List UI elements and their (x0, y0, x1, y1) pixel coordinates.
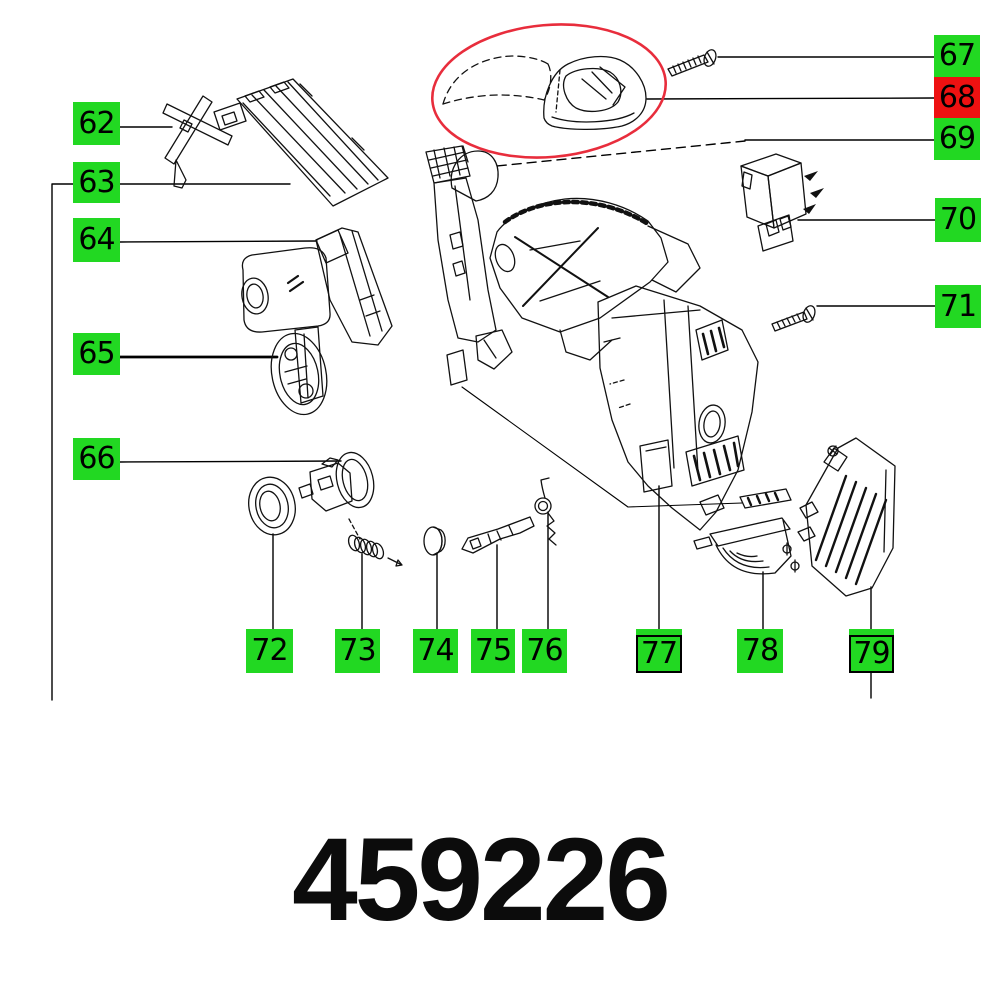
part-label-75[interactable]: 75 (471, 629, 515, 673)
part-78-segment (693, 517, 800, 575)
part-76-torsion-spring (534, 477, 557, 546)
part-number: 459226 (292, 814, 671, 946)
part-77-housing (597, 285, 759, 531)
part-label-68[interactable]: 68 (934, 77, 980, 118)
part-label-78[interactable]: 78 (737, 629, 783, 673)
part-label-65[interactable]: 65 (73, 333, 120, 375)
part-74-cap (423, 526, 446, 556)
part-79-electronics (797, 437, 896, 597)
part-67-screw (667, 49, 717, 77)
part-label-76[interactable]: 76 (522, 629, 567, 673)
part-label-72[interactable]: 72 (246, 629, 293, 673)
part-71-screw (771, 305, 816, 332)
part-75-lever (461, 516, 535, 554)
highlight-ellipse (431, 23, 667, 159)
part-label-71[interactable]: 71 (935, 285, 981, 328)
part-73-spring (347, 518, 403, 567)
brush-strip (739, 488, 792, 509)
part-69-top-cover (442, 55, 552, 105)
part-label-74[interactable]: 74 (413, 629, 458, 673)
part-72-ring (248, 476, 296, 536)
part-label-77[interactable]: 77 (636, 629, 682, 673)
part-70-switch (740, 153, 824, 252)
handle-assembly (425, 145, 513, 386)
part-62-bracket (162, 95, 247, 189)
part-label-64[interactable]: 64 (73, 218, 120, 262)
part-63-base-plate (236, 78, 389, 207)
part-label-63[interactable]: 63 (73, 162, 120, 203)
part-label-62[interactable]: 62 (73, 102, 120, 145)
part-65-motor-housing (241, 247, 331, 416)
part-label-70[interactable]: 70 (935, 198, 981, 242)
part-label-73[interactable]: 73 (335, 629, 380, 673)
part-label-69[interactable]: 69 (934, 118, 980, 160)
part-64-wedge (315, 227, 393, 346)
part-68-cover-cap (543, 55, 647, 131)
leader-lines (51, 56, 936, 701)
part-label-67[interactable]: 67 (934, 35, 980, 77)
part-label-79[interactable]: 79 (849, 629, 894, 673)
gear-frame (489, 197, 701, 361)
part-label-66[interactable]: 66 (73, 438, 120, 480)
part-66-coupling (298, 451, 375, 512)
